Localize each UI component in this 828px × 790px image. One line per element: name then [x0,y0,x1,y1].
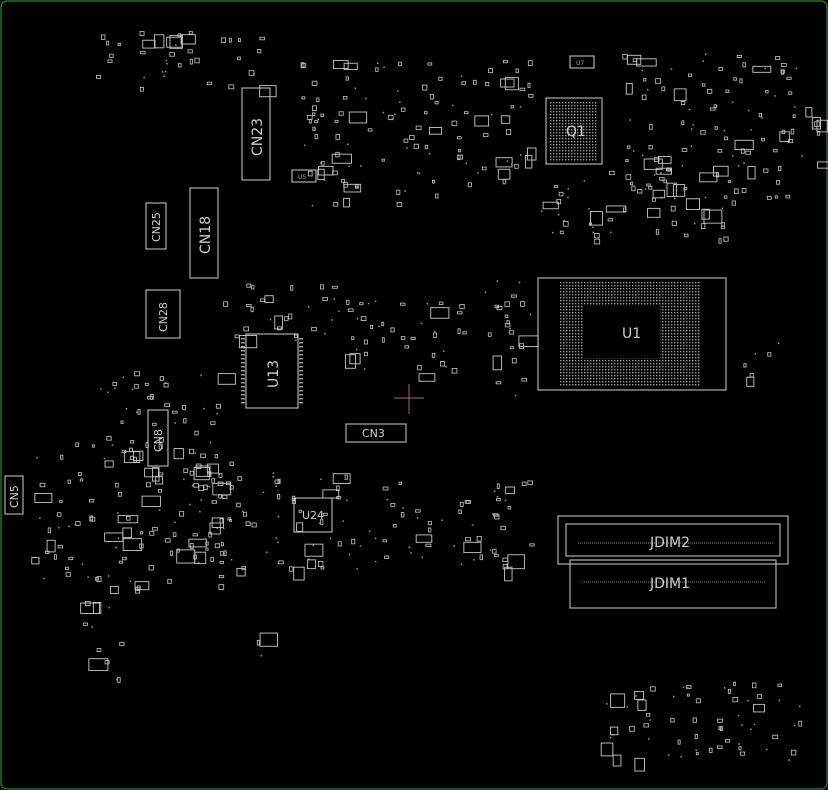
label-q1: Q1 [566,124,586,140]
chip-u5[interactable]: U5 [291,169,317,183]
label-u1: U1 [622,326,641,342]
q1-ball-grid [550,102,597,161]
chip-q1[interactable]: Q1 [545,97,603,165]
connector-cn23[interactable]: CN23 [241,87,271,181]
connector-cn25[interactable]: CN25 [145,202,167,250]
connector-cn18[interactable]: CN18 [189,187,219,279]
chip-u7[interactable]: U7 [569,55,595,69]
label-u13: U13 [266,360,282,388]
label-cn18: CN18 [198,216,214,254]
label-cn25: CN25 [150,212,163,242]
connector-jdim2[interactable]: JDIM2 [557,515,789,565]
connector-cn3[interactable]: CN3 [345,423,407,443]
label-jdim2: JDIM2 [649,535,690,551]
connector-cn28[interactable]: CN28 [145,289,181,339]
label-cn23: CN23 [250,118,266,156]
crosshair-marker [394,384,424,414]
connector-jdim1[interactable]: JDIM1 [569,559,777,609]
chip-u24[interactable]: U24 [293,497,333,533]
connector-cn8[interactable]: CN8 [147,409,169,467]
passive-components [31,31,828,772]
label-cn3: CN3 [362,427,385,440]
label-u24: U24 [302,509,324,522]
u13-pins [241,338,303,404]
chip-u1[interactable]: U1 [537,277,727,391]
label-jdim1: JDIM1 [649,576,690,592]
label-cn28: CN28 [157,302,170,332]
label-u7: U7 [576,60,584,67]
label-cn8: CN8 [152,429,165,452]
label-cn5: CN5 [8,485,21,508]
chip-u13[interactable]: U13 [241,333,303,409]
connector-cn5[interactable]: CN5 [4,475,24,515]
label-u5: U5 [298,174,306,181]
